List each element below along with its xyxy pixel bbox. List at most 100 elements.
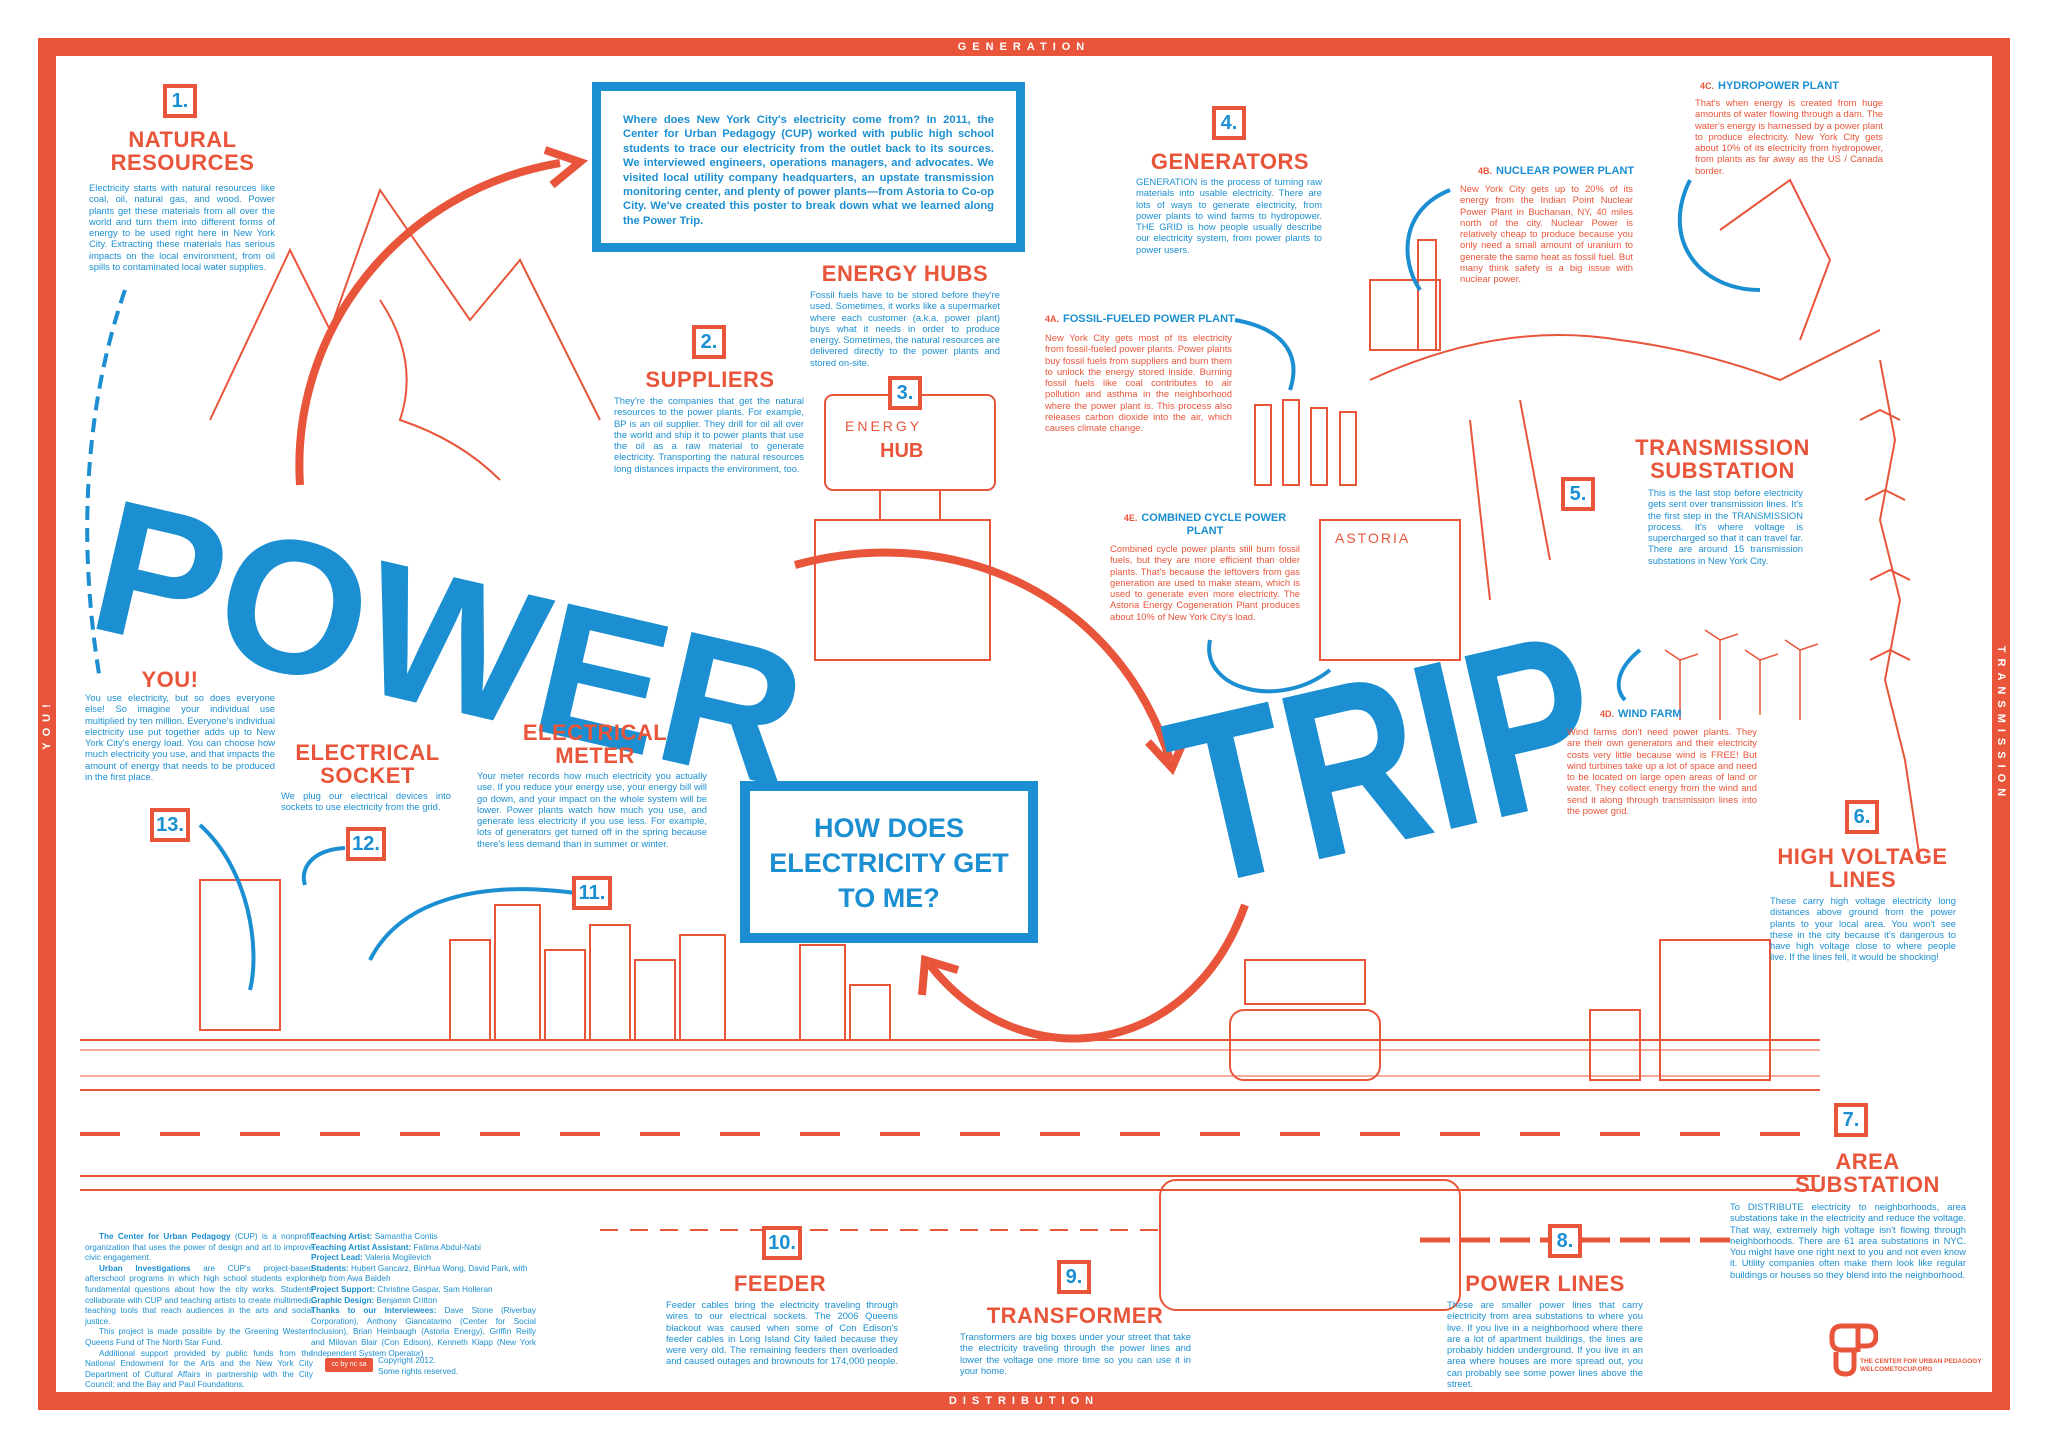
arc-arrow-trip [793, 548, 1174, 762]
section-number-3: 3. [888, 376, 922, 410]
section-title-power-lines: POWER LINES [1465, 1271, 1625, 1296]
section-body-high-voltage-lines: These carry high voltage electricity lon… [1770, 895, 1956, 963]
section-body-electrical-meter: Your meter records how much electricity … [477, 770, 707, 849]
arc-arrowhead [1145, 736, 1189, 776]
credit-role: Thanks to our Interviewees: Dave Stone (… [311, 1306, 536, 1358]
credit-role: Teaching Artist: Samantha Contis [311, 1232, 438, 1241]
subsection-body-4e: Combined cycle power plants still burn f… [1110, 543, 1300, 622]
skyline-drawing [199, 879, 1771, 1311]
section-number-12: 12. [346, 827, 386, 861]
credits-support: Additional support provided by public fu… [85, 1348, 313, 1390]
energy-hub-sign-line2: HUB [880, 440, 924, 462]
section-title-generators: GENERATORS [1150, 149, 1310, 174]
section-number-5: 5. [1561, 477, 1595, 511]
credits-about: The Center for Urban Pedagogy (CUP) is a… [85, 1232, 313, 1391]
wind-turbines-drawing [1664, 629, 1819, 720]
cup-logo-url[interactable]: WELCOMETOCUP.ORG [1860, 1366, 1933, 1373]
blue-connector-arrows [85, 179, 1761, 991]
question-box: HOW DOES ELECTRICITY GET TO ME? [740, 781, 1038, 943]
subsection-title-4c: 4C.HYDROPOWER PLANT [1700, 80, 1839, 93]
credits-cup-desc: (CUP) is a nonprofit organization that u… [85, 1232, 313, 1263]
section-title-feeder: FEEDER [733, 1271, 827, 1296]
subsection-title-4b: 4B.NUCLEAR POWER PLANT [1478, 165, 1634, 178]
subsection-body-4a: New York City gets most of its electrici… [1045, 332, 1232, 434]
section-title-natural-resources: NATURAL RESOURCES [110, 127, 255, 175]
credits-ui-name: Urban Investigations [99, 1263, 191, 1273]
arc-arrowhead [918, 954, 960, 996]
section-body-power-lines: These are smaller power lines that carry… [1447, 1299, 1643, 1390]
section-title-energy-hubs: ENERGY HUBS [821, 261, 989, 286]
section-number-2: 2. [692, 325, 726, 359]
subsection-heading-4b: NUCLEAR POWER PLANT [1496, 165, 1635, 177]
section-number-11: 11. [572, 876, 612, 910]
subsection-title-4d: 4D.WIND FARM [1600, 708, 1682, 721]
credit-role: Graphic Design: Benjamin Critton [311, 1295, 438, 1305]
subsection-body-4b: New York City gets up to 20% of its ener… [1460, 183, 1633, 285]
subsection-title-4e: 4E.COMBINED CYCLE POWER PLANT [1110, 512, 1300, 538]
transmission-towers-drawing [1859, 359, 1921, 861]
section-body-transformer: Transformers are big boxes under your st… [960, 1331, 1191, 1376]
section-body-transmission-substation: This is the last stop before electricity… [1648, 487, 1803, 566]
intro-box: Where does New York City's electricity c… [592, 82, 1025, 252]
section-body-generators: GENERATION is the process of turning raw… [1136, 176, 1322, 255]
cup-logo: THE CENTER FOR URBAN PEDAGOGY WELCOMETOC… [1828, 1322, 1982, 1378]
subsection-label-4b: 4B. [1478, 166, 1493, 176]
section-title-transformer: TRANSFORMER [986, 1303, 1164, 1328]
cup-logo-mark [1829, 1323, 1878, 1377]
section-number-9: 9. [1057, 1260, 1091, 1294]
section-body-you: You use electricity, but so does everyon… [85, 692, 275, 783]
credits-funding: This project is made possible by the Gre… [85, 1327, 313, 1347]
credits-roles: Teaching Artist: Samantha Contis Teachin… [311, 1232, 536, 1359]
edge-label-distribution: DISTRIBUTION [942, 1392, 1106, 1410]
section-number-1: 1. [163, 84, 197, 118]
mountains-drawing [209, 187, 601, 481]
cup-logo-name: THE CENTER FOR URBAN PEDAGOGY [1860, 1358, 1982, 1365]
section-number-13: 13. [150, 808, 190, 842]
section-title-suppliers: SUPPLIERS [645, 367, 775, 392]
credit-role: Project Support: Christine Gaspar, Sam H… [311, 1284, 493, 1294]
arc-arrow-return [926, 903, 1249, 1043]
section-title-area-substation: AREA SUBSTATION [1795, 1149, 1940, 1197]
credit-role: Teaching Artist Assistant: Fatima Abdul-… [311, 1242, 481, 1252]
credits-cup-name: The Center for Urban Pedagogy [99, 1232, 231, 1241]
section-number-4: 4. [1212, 106, 1246, 140]
edge-label-you: YOU! [38, 692, 56, 756]
subsection-heading-4a: FOSSIL-FUELED POWER PLANT [1063, 313, 1235, 325]
section-title-high-voltage-lines: HIGH VOLTAGE LINES [1777, 844, 1948, 892]
section-title-electrical-socket: ELECTRICAL SOCKET [295, 740, 440, 788]
section-body-energy-hubs: Fossil fuels have to be stored before th… [810, 289, 1000, 368]
copyright-line2: Some rights reserved. [378, 1366, 459, 1376]
subsection-body-4d: Wind farms don't need power plants. They… [1567, 726, 1757, 817]
arc-arrow-resources [295, 159, 561, 486]
arc-arrowhead [543, 146, 589, 189]
subsection-heading-4e: COMBINED CYCLE POWER PLANT [1141, 512, 1287, 537]
edge-label-transmission: TRANSMISSION [1992, 639, 2010, 809]
copyright: Copyright 2012. Some rights reserved. [378, 1356, 458, 1377]
subsection-title-4a: 4A.FOSSIL-FUELED POWER PLANT [1045, 313, 1235, 326]
subsection-label-4a: 4A. [1045, 314, 1060, 324]
street-drawing [80, 1039, 1820, 1191]
flow-arcs [295, 146, 1249, 1043]
section-title-electrical-meter: ELECTRICAL METER [522, 720, 668, 768]
subsection-label-4e: 4E. [1123, 513, 1138, 523]
section-number-10: 10. [762, 1226, 802, 1260]
credits-ui-desc: are CUP's project-based afterschool prog… [85, 1263, 313, 1326]
section-body-suppliers: They're the companies that get the natur… [614, 395, 804, 474]
section-number-8: 8. [1548, 1224, 1582, 1258]
subsection-label-4d: 4D. [1600, 709, 1615, 719]
section-body-electrical-socket: We plug our electrical devices into sock… [281, 790, 451, 813]
section-body-area-substation: To DISTRIBUTE electricity to neighborhoo… [1730, 1201, 1966, 1280]
section-title-you: YOU! [141, 667, 199, 692]
subsection-heading-4c: HYDROPOWER PLANT [1718, 80, 1840, 92]
section-body-natural-resources: Electricity starts with natural resource… [89, 182, 275, 273]
section-number-6: 6. [1845, 800, 1879, 834]
credit-role: Project Lead: Valeria Mogilevich [311, 1253, 431, 1263]
subsection-label-4c: 4C. [1700, 81, 1715, 91]
astoria-sign: ASTORIA [1335, 530, 1411, 546]
section-body-feeder: Feeder cables bring the electricity trav… [666, 1299, 898, 1367]
subsection-heading-4d: WIND FARM [1618, 708, 1682, 720]
subsection-body-4c: That's when energy is created from huge … [1695, 97, 1883, 176]
creative-commons-badge: cc by nc sa [325, 1358, 373, 1372]
section-title-transmission-substation: TRANSMISSION SUBSTATION [1635, 435, 1810, 483]
